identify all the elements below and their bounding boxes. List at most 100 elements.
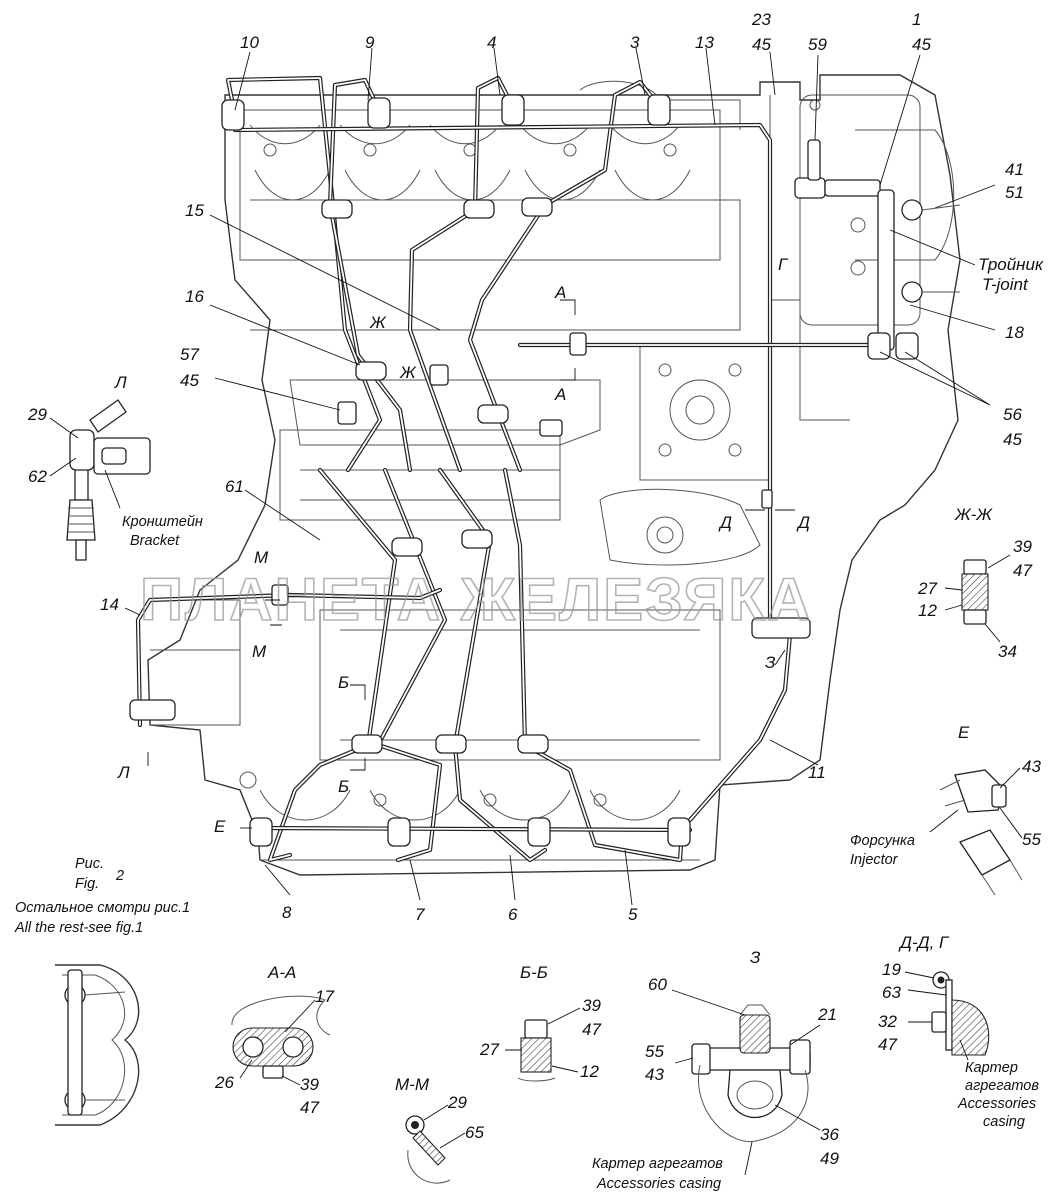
bb-callout-39: 39 xyxy=(582,996,601,1015)
section-mark-m: М xyxy=(254,548,269,567)
bb-callout-47: 47 xyxy=(582,1020,601,1039)
view-z: З 60 21 55 43 36 49 Картер агрегатов Acc… xyxy=(592,948,839,1192)
tee-label-en: T-joint xyxy=(982,275,1029,294)
section-mark-zh: Ж xyxy=(369,313,387,332)
watermark: ПЛАНЕТА ЖЕЛЕЗЯКА xyxy=(140,566,812,633)
callout-4: 4 xyxy=(487,33,496,52)
injector-label-ru: Форсунка xyxy=(850,833,915,849)
callout-7: 7 xyxy=(415,905,425,924)
casing-label-ru: Картер агрегатов xyxy=(592,1156,723,1172)
section-mark-b: Б xyxy=(338,777,349,796)
injection-pipes xyxy=(135,75,883,863)
e-callout-43: 43 xyxy=(1022,757,1041,776)
view-z-title: З xyxy=(750,948,761,967)
zh-callout-27: 27 xyxy=(917,579,937,598)
callout-61: 61 xyxy=(225,477,244,496)
casing2-label-ru-1: Картер xyxy=(965,1060,1018,1076)
view-e-injector: Е 43 55 Форсунка Injector xyxy=(850,723,1041,896)
zh-callout-47: 47 xyxy=(1013,561,1032,580)
view-a-a: А-А 17 26 39 47 xyxy=(214,963,334,1117)
view-b-b-title: Б-Б xyxy=(520,963,548,982)
callout-10: 10 xyxy=(240,33,259,52)
dd-callout-32: 32 xyxy=(878,1012,897,1031)
callout-14: 14 xyxy=(100,595,119,614)
injector-label-en: Injector xyxy=(850,852,899,868)
figure-note-en: All the rest-see fig.1 xyxy=(14,920,143,936)
z-callout-55: 55 xyxy=(645,1042,664,1061)
mm-callout-65: 65 xyxy=(465,1123,484,1142)
callout-41: 41 xyxy=(1005,160,1024,179)
view-l-bracket: Л 29 62 Кронштейн Bracket xyxy=(27,373,203,561)
figure-label-en: Fig. xyxy=(75,876,99,892)
view-e-title: Е xyxy=(958,723,970,742)
section-mark-zh: Ж xyxy=(399,363,417,382)
section-mark-a: А xyxy=(554,385,566,404)
callout-3: 3 xyxy=(630,33,640,52)
callout-11: 11 xyxy=(808,763,826,782)
callout-29: 29 xyxy=(27,405,47,424)
casing2-label-ru-2: агрегатов xyxy=(965,1078,1039,1094)
bracket-label-en: Bracket xyxy=(130,533,180,549)
leader-lines xyxy=(124,47,996,906)
section-mark-a: А xyxy=(554,283,566,302)
callout-45: 45 xyxy=(752,35,771,54)
callout-23: 23 xyxy=(751,10,771,29)
section-mark-m: М xyxy=(252,642,267,661)
view-m-m: М-М 29 65 xyxy=(395,1075,484,1184)
callout-45: 45 xyxy=(912,35,931,54)
view-a-a-title: А-А xyxy=(267,963,296,982)
callout-5: 5 xyxy=(628,905,638,924)
callout-16: 16 xyxy=(185,287,204,306)
callout-45: 45 xyxy=(1003,430,1022,449)
section-mark-d: Д xyxy=(796,513,810,532)
casing2-label-en-2: casing xyxy=(983,1114,1025,1130)
z-callout-60: 60 xyxy=(648,975,667,994)
figure-number: 2 xyxy=(115,868,124,884)
callout-51: 51 xyxy=(1005,183,1024,202)
view-b-b: Б-Б 39 47 27 12 xyxy=(479,963,601,1082)
figure-label-ru: Рис. xyxy=(75,856,104,872)
bb-callout-27: 27 xyxy=(479,1040,499,1059)
callout-15: 15 xyxy=(185,201,204,220)
zh-callout-12: 12 xyxy=(918,601,937,620)
callout-18: 18 xyxy=(1005,323,1024,342)
section-mark-l: Л xyxy=(117,763,130,782)
z-callout-36: 36 xyxy=(820,1125,839,1144)
zh-callout-39: 39 xyxy=(1013,537,1032,556)
dd-callout-63: 63 xyxy=(882,983,901,1002)
section-mark-b: Б xyxy=(338,673,349,692)
callout-56: 56 xyxy=(1003,405,1022,424)
section-mark-g: Г xyxy=(778,255,789,274)
aa-callout-26: 26 xyxy=(214,1073,234,1092)
callout-9: 9 xyxy=(365,33,375,52)
callout-57: 57 xyxy=(180,345,199,364)
figure-caption: Рис. Fig. 2 Остальное смотри рис.1 All t… xyxy=(14,856,190,936)
aa-callout-39: 39 xyxy=(300,1075,319,1094)
section-mark-z: З xyxy=(765,653,776,672)
callout-6: 6 xyxy=(508,905,518,924)
mm-callout-29: 29 xyxy=(447,1093,467,1112)
dd-callout-47: 47 xyxy=(878,1035,897,1054)
aa-callout-17: 17 xyxy=(315,987,334,1006)
callout-8: 8 xyxy=(282,903,292,922)
callout-1: 1 xyxy=(912,10,921,29)
z-callout-21: 21 xyxy=(817,1005,837,1024)
figure-note-ru: Остальное смотри рис.1 xyxy=(15,900,190,916)
view-zh-zh: Ж-Ж 39 47 27 12 34 xyxy=(917,505,1032,661)
bracket-label-ru: Кронштейн xyxy=(122,514,203,530)
view-l-title: Л xyxy=(114,373,127,392)
casing2-label-en-1: Accessories xyxy=(957,1096,1036,1112)
aa-callout-47: 47 xyxy=(300,1098,319,1117)
section-mark-e: Е xyxy=(214,817,226,836)
callout-45: 45 xyxy=(180,371,199,390)
view-d-d-g: Д-Д, Г 19 63 32 47 Картер агрегатов Acce… xyxy=(878,933,1039,1130)
view-d-d-g-title: Д-Д, Г xyxy=(898,933,950,952)
tee-label-ru: Тройник xyxy=(978,255,1044,274)
section-mark-d: Д xyxy=(718,513,732,532)
dd-callout-19: 19 xyxy=(882,960,901,979)
callout-62: 62 xyxy=(28,467,47,486)
view-tee-plate xyxy=(55,964,140,1126)
bb-callout-12: 12 xyxy=(580,1062,599,1081)
callout-13: 13 xyxy=(695,33,714,52)
